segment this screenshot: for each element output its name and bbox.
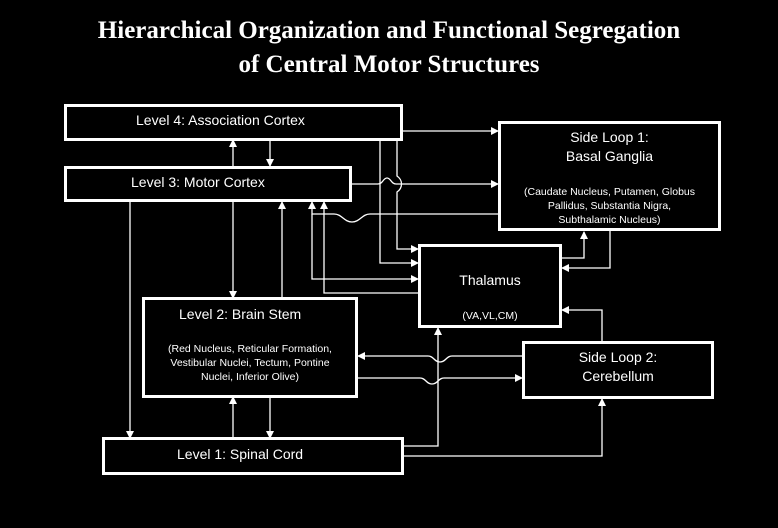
brain-stem-detail-1: (Red Nucleus, Reticular Formation, [168,343,332,355]
side-loop-1-basal-ganglia-box: Side Loop 1: Basal Ganglia (Caudate Nucl… [498,121,721,231]
diagram-title: Hierarchical Organization and Functional… [0,14,778,82]
basal-ganglia-label: Basal Ganglia [565,148,654,164]
arrow-cb-to-thalamus [561,306,603,342]
basal-ganglia-detail-2: Pallidus, Substantia Nigra, [547,200,672,212]
arrow-l1-to-cb [404,398,606,457]
arrow-l4-to-thalamus-b [396,140,419,253]
brain-stem-detail-3: Nuclei, Inferior Olive) [200,371,300,383]
arrow-l2-to-cb [358,374,523,385]
arrow-cb-to-l2 [357,352,524,363]
arrow-bg-to-thalamus [561,230,611,272]
thalamus-detail: (VA,VL,CM) [462,310,518,322]
arrow-thalamus-to-l3 [320,201,418,294]
thalamus-label: Thalamus [459,272,521,288]
title-line-1: Hierarchical Organization and Functional… [97,17,681,44]
basal-ganglia-detail-1: (Caudate Nucleus, Putamen, Globus [523,186,695,198]
arrow-l4-to-thalamus-a [379,140,419,267]
brain-stem-detail-2: Vestibular Nuclei, Tectum, Pontine [170,357,330,369]
title-line-2: of Central Motor Structures [238,51,540,78]
basal-ganglia-detail-3: Subthalamic Nucleus) [558,214,661,226]
arrow-l3-to-bg [351,177,499,188]
arrow-l1-to-thalamus [404,327,442,447]
cerebellum-label: Cerebellum [582,368,654,384]
level-2-brain-stem-box: Level 2: Brain Stem (Red Nucleus, Reticu… [142,297,358,398]
level-3-motor-cortex-box: Level 3: Motor Cortex [64,166,352,202]
level-2-label: Level 2: Brain Stem [179,306,302,322]
level-1-spinal-cord-box: Level 1: Spinal Cord [102,437,404,475]
side-loop-2-label: Side Loop 2: [578,349,658,365]
level-1-label: Level 1: Spinal Cord [177,446,304,462]
level-4-association-cortex-box: Level 4: Association Cortex [64,104,403,141]
thalamus-box: Thalamus (VA,VL,CM) [418,244,562,328]
arrow-thalamus-to-bg [562,231,588,259]
arrow-bg-to-l3 [308,201,522,230]
level-4-label: Level 4: Association Cortex [136,112,305,128]
side-loop-2-cerebellum-box: Side Loop 2: Cerebellum [522,341,714,399]
arrow-l3-to-thalamus [311,214,419,283]
level-3-label: Level 3: Motor Cortex [131,174,265,190]
side-loop-1-label: Side Loop 1: [570,129,649,145]
